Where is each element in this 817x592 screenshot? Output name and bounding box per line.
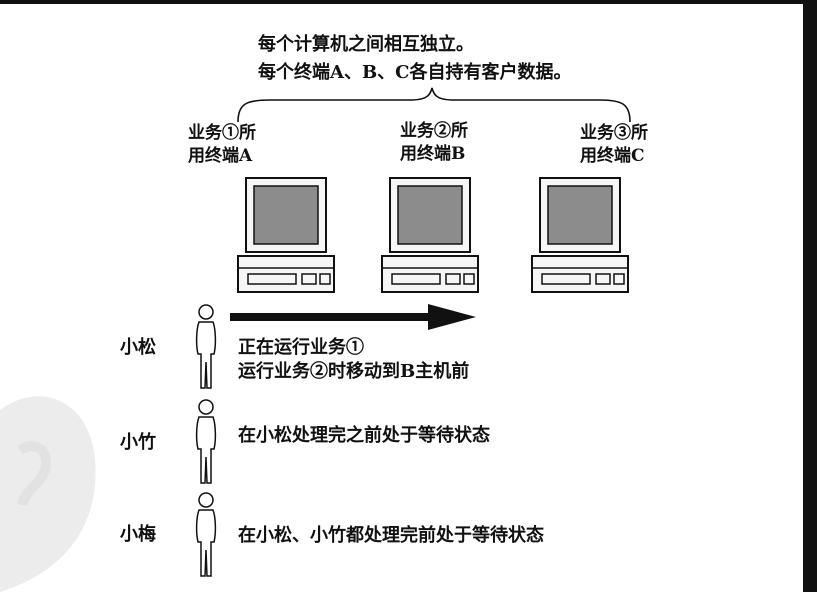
computer-terminal-c	[530, 176, 630, 296]
computer-terminal-a	[236, 176, 336, 296]
action-xiaozhu-line1: 在小松处理完之前处于等待状态	[238, 424, 490, 448]
action-xiaomei: 在小松、小竹都处理完前处于等待状态	[238, 524, 544, 548]
person-name-xiaozhu: 小竹	[120, 428, 156, 454]
terminal-a-label: 业务①所 用终端A	[188, 122, 256, 168]
action-xiaosong-line1: 正在运行业务①	[238, 336, 469, 360]
person-figure-icon	[194, 492, 218, 578]
person-name-xiaomei: 小梅	[120, 520, 156, 546]
terminal-b-label: 业务②所 用终端B	[400, 120, 468, 166]
terminal-c-label: 业务③所 用终端C	[580, 122, 648, 168]
action-xiaosong: 正在运行业务① 运行业务②时移动到B主机前	[238, 336, 469, 384]
description-line-1: 每个计算机之间相互独立。	[258, 32, 474, 58]
terminal-a-label-line1: 业务①所	[188, 122, 256, 145]
terminal-b-label-line2: 用终端B	[400, 143, 468, 166]
terminal-c-label-line2: 用终端C	[580, 145, 648, 168]
person-figure-icon	[194, 399, 218, 485]
move-arrow-icon	[228, 304, 478, 330]
terminal-c-label-line1: 业务③所	[580, 122, 648, 145]
description-line-2: 每个终端A、B、C各自持有客户数据。	[258, 60, 572, 86]
person-name-xiaosong: 小松	[120, 333, 156, 359]
top-frame-bar	[0, 0, 817, 4]
terminal-b-label-line1: 业务②所	[400, 120, 468, 143]
action-xiaozhu: 在小松处理完之前处于等待状态	[238, 424, 490, 448]
computer-terminal-b	[380, 176, 480, 296]
action-xiaosong-line2: 运行业务②时移动到B主机前	[238, 360, 469, 384]
action-xiaomei-line1: 在小松、小竹都处理完前处于等待状态	[238, 524, 544, 548]
terminal-a-label-line2: 用终端A	[188, 145, 256, 168]
person-figure-icon	[194, 304, 218, 390]
right-frame-bar	[803, 0, 817, 592]
watermark-logo	[0, 380, 110, 592]
